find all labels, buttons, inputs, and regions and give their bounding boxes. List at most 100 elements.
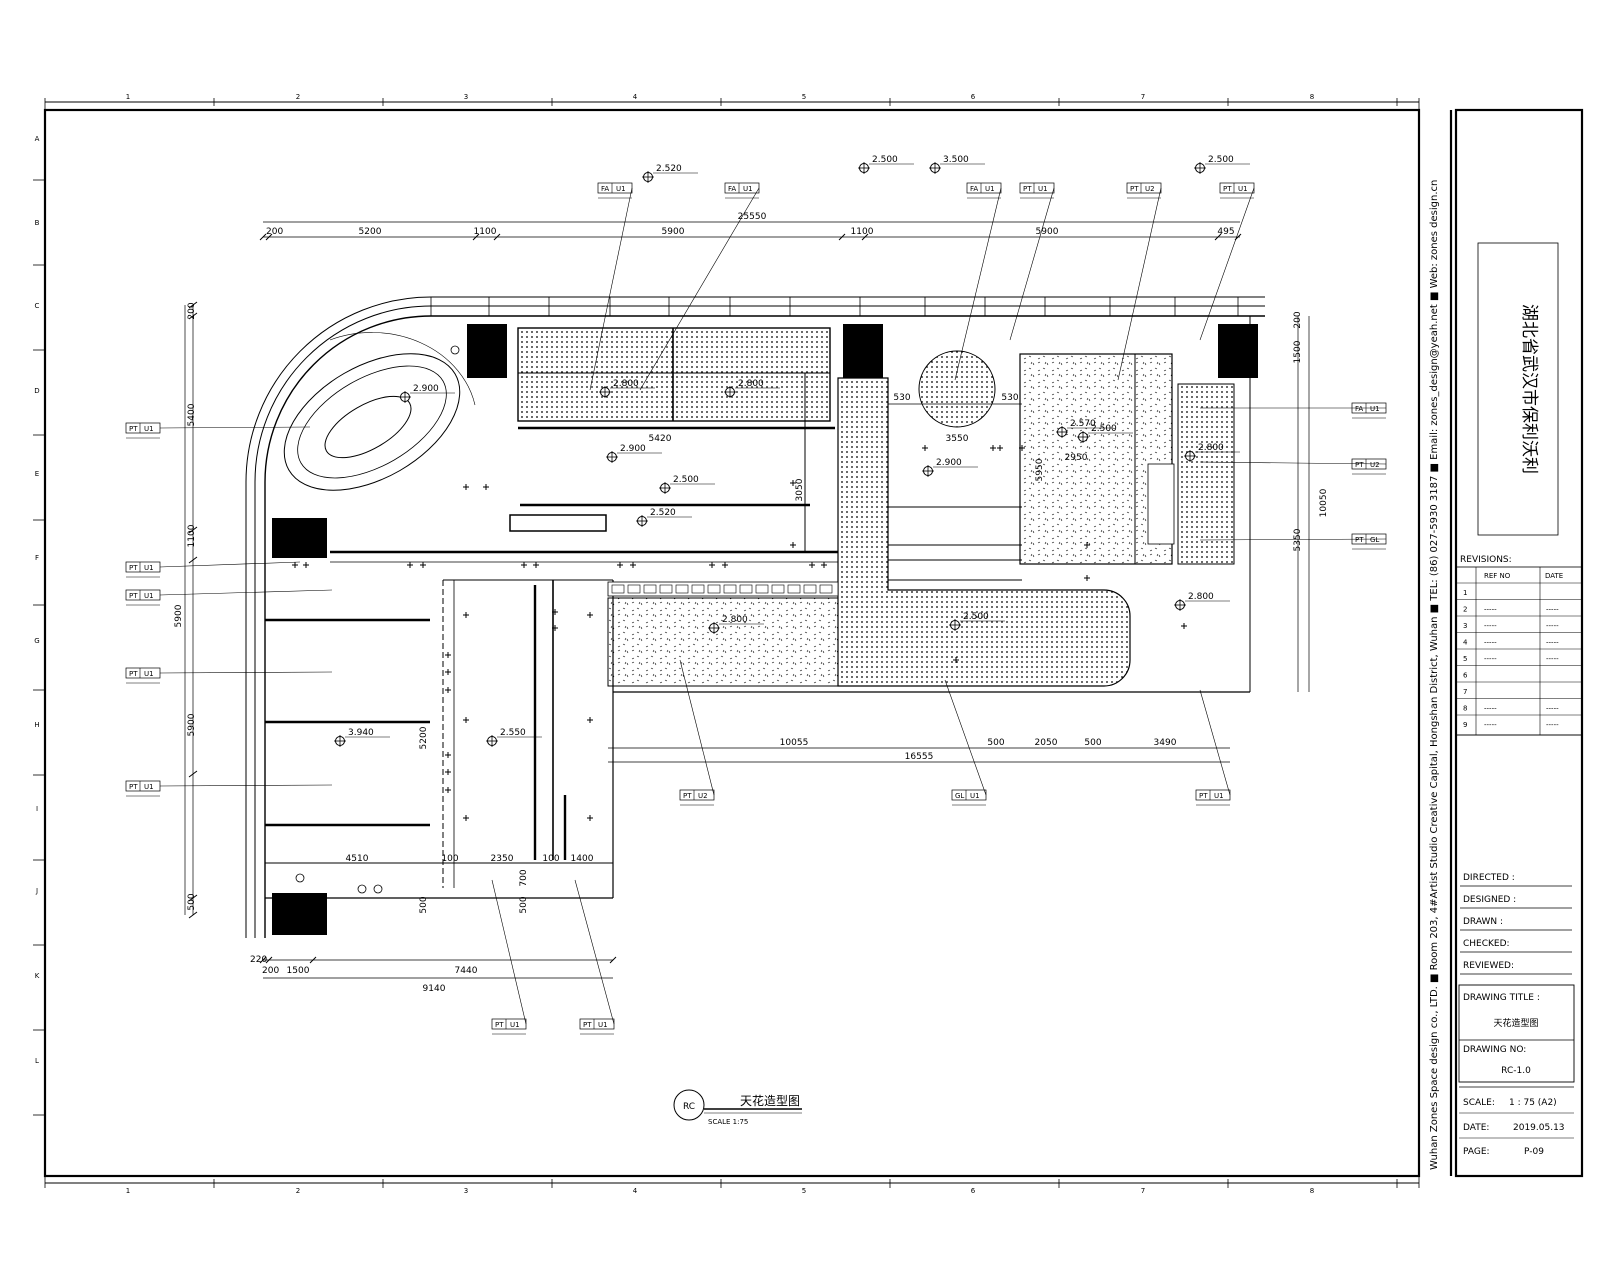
elevation-value: 2.900 xyxy=(936,458,962,468)
dim-top-6: 495 xyxy=(1217,227,1234,237)
light-fixture-icon xyxy=(953,657,959,663)
grid-number-bottom: 1 xyxy=(126,1187,130,1195)
material-tag-code: U1 xyxy=(985,185,995,193)
elevation-value: 2.500 xyxy=(963,612,989,622)
light-fixture-icon xyxy=(1181,623,1187,629)
material-tag-leader xyxy=(159,589,333,596)
dim-mid-12: 2050 xyxy=(1035,738,1058,748)
material-tag-code: U1 xyxy=(144,425,154,433)
dim-top-0: 200 xyxy=(266,227,283,237)
light-fixture-icon xyxy=(420,562,426,568)
dim-left-4: 5900 xyxy=(187,713,197,736)
grid-letter-left: F xyxy=(35,554,39,562)
oval-ceiling-feature xyxy=(283,332,476,491)
vent-slot xyxy=(659,584,673,594)
plan-label: RC 天花造型图 SCALE 1:75 xyxy=(673,1089,802,1126)
vent-slot xyxy=(691,584,705,594)
signoff-directed: DIRECTED : xyxy=(1463,873,1515,883)
signoff-drawn: DRAWN : xyxy=(1463,917,1503,927)
dimension-tick xyxy=(309,956,317,964)
dimension-tick xyxy=(188,301,198,309)
central-corridor-ceiling xyxy=(837,377,1131,687)
material-tag-leader xyxy=(574,879,615,1025)
material-tag-code: U2 xyxy=(1145,185,1155,193)
light-fixture-icon xyxy=(587,815,593,821)
vent-slot xyxy=(787,584,801,594)
light-fixture-icon xyxy=(463,484,469,490)
material-tag-code: PT xyxy=(1223,185,1232,193)
grid-letter-left: K xyxy=(35,972,40,980)
vent-slot xyxy=(707,584,721,594)
revision-row-number: 4 xyxy=(1463,639,1468,647)
dimension-tick xyxy=(188,556,198,564)
light-fixture-icon xyxy=(445,669,451,675)
material-tag-code: PT xyxy=(129,670,138,678)
dim-left-5: 500 xyxy=(187,893,197,910)
material-tag-leader xyxy=(159,561,301,568)
elevation-value: 3.940 xyxy=(348,728,374,738)
elevation-value: 2.900 xyxy=(620,444,646,454)
dimension-tick xyxy=(188,770,198,778)
material-tag-code: U1 xyxy=(970,792,980,800)
revision-row-date: ----- xyxy=(1546,606,1559,614)
dim-left-3: 5900 xyxy=(174,604,184,627)
grid-letter-left: D xyxy=(34,387,39,395)
material-tag-code: U1 xyxy=(1038,185,1048,193)
light-fixture-icon xyxy=(630,562,636,568)
dim-mid-10: 16555 xyxy=(905,752,934,762)
light-fixture-icon xyxy=(445,769,451,775)
revisions-col-ref: REF NO xyxy=(1484,572,1511,580)
revisions-heading: REVISIONS: xyxy=(1460,555,1512,565)
revision-row-number: 9 xyxy=(1463,721,1467,729)
material-tag-code: PT xyxy=(129,425,138,433)
downlight-icon xyxy=(295,873,305,883)
material-tag-leader xyxy=(1199,689,1231,796)
downlight-icon xyxy=(373,884,383,894)
top-ceiling-band xyxy=(517,327,835,430)
dim-top-3: 5900 xyxy=(662,227,685,237)
light-fixture-icon xyxy=(445,752,451,758)
dim-top-4: 1100 xyxy=(851,227,874,237)
dim-right-2: 10050 xyxy=(1319,488,1329,517)
revisions-col-date: DATE xyxy=(1545,572,1563,580)
material-tag-code: FA xyxy=(1355,405,1363,413)
dim-bottom-2: 1500 xyxy=(287,966,310,976)
vent-slot xyxy=(643,584,657,594)
outer-wall xyxy=(245,296,1265,938)
light-fixture-icon xyxy=(303,562,309,568)
dimension-tick xyxy=(188,911,198,919)
dim-inner-2: 2350 xyxy=(491,854,514,864)
dim-bottom-0: 220 xyxy=(250,955,267,965)
date-label: DATE: xyxy=(1463,1123,1489,1133)
material-tag-leader xyxy=(1117,187,1162,381)
dim-mid-14: 3490 xyxy=(1154,738,1177,748)
light-fixture-icon xyxy=(990,445,996,451)
dim-inner-1: 100 xyxy=(441,854,458,864)
elevation-value: 2.500 xyxy=(1208,155,1234,165)
drawing-title-value: 天花造型图 xyxy=(1493,1017,1538,1029)
elevation-value: 2.500 xyxy=(1091,424,1117,434)
dim-mid-4: 530 xyxy=(1001,393,1018,403)
vent-slot xyxy=(611,584,625,594)
vent-slot xyxy=(627,584,641,594)
vent-slot xyxy=(803,584,817,594)
grid-number-bottom: 7 xyxy=(1141,1187,1145,1195)
title-block: 湖北省武汉市保利沃利 Wuhan Zones Space design co.,… xyxy=(1429,180,1583,1170)
grid-letter-left: H xyxy=(34,721,39,729)
material-tag-code: U2 xyxy=(1370,461,1380,469)
revision-row-date: ----- xyxy=(1546,622,1559,630)
light-fixture-icon xyxy=(790,542,796,548)
light-fixture-icon xyxy=(587,612,593,618)
downlight-icon xyxy=(357,884,367,894)
circle-ceiling-room xyxy=(888,350,1022,581)
light-fixture-icon xyxy=(445,652,451,658)
material-tag-code: PT xyxy=(583,1021,592,1029)
material-tag-leader xyxy=(159,671,333,674)
light-fixture-icon xyxy=(809,562,815,568)
material-tag-leader xyxy=(944,679,987,796)
signoff-fields: DIRECTED : DESIGNED : DRAWN : CHECKED: R… xyxy=(1460,873,1572,975)
light-fixture-icon xyxy=(445,787,451,793)
material-tag-leader xyxy=(491,879,527,1025)
company-info: Wuhan Zones Space design co., LTD. ■ Roo… xyxy=(1429,180,1440,1170)
